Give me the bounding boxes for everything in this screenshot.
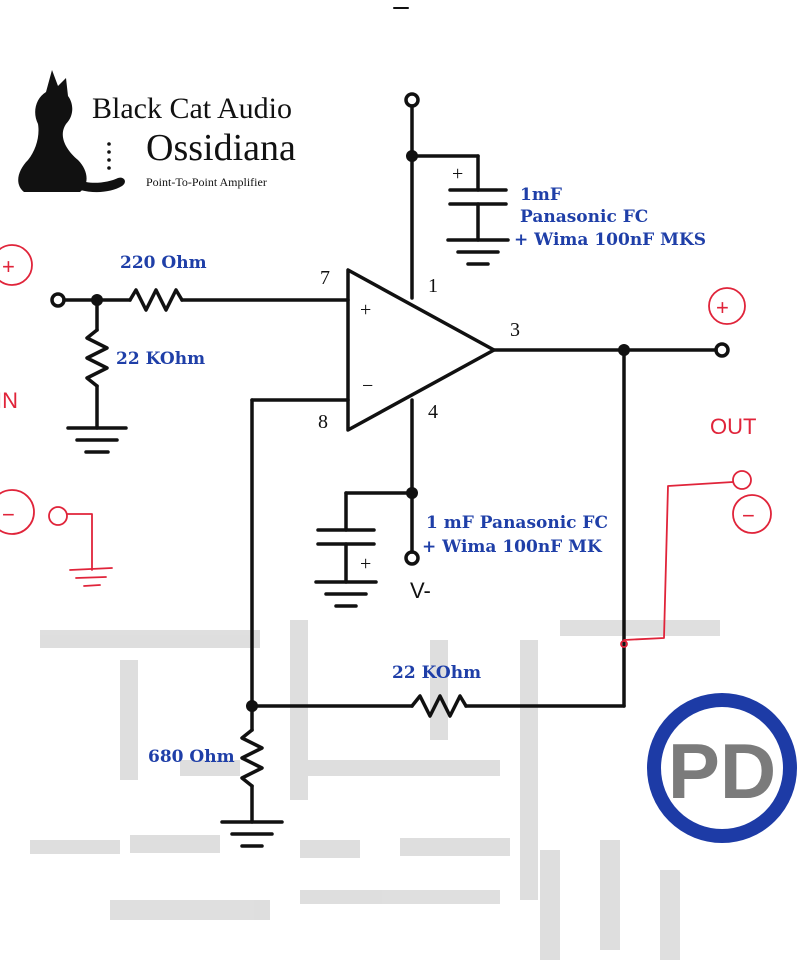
background-pattern [30,620,720,960]
pd-badge: PD [647,693,797,843]
pin-noninv-sign: + [360,299,371,321]
vminus-label: V- [410,578,431,603]
out-plus-sign: + [716,295,729,320]
pin-4: 4 [428,401,438,423]
pin-7: 7 [320,267,330,289]
label-cap-neg-1: 1 mF Panasonic FC [426,513,608,533]
vplus-rail [404,92,510,300]
logo-dots [107,142,111,170]
pin-1: 1 [428,275,438,297]
output-wiring [492,342,730,358]
label-r-feedback: 22 KOhm [392,663,481,683]
brand-product: Ossidiana [146,127,296,169]
op-amp-icon [346,268,496,432]
label-cap-neg-2: + Wima 100nF MK [422,537,603,557]
label-cap-pos-3: + Wima 100nF MKS [514,230,706,250]
pin-inv-sign: − [362,375,373,397]
brand-company: Black Cat Audio [92,92,292,125]
pin-3: 3 [510,319,520,341]
cap-pos-plus: + [452,163,463,185]
label-cap-pos-1: 1mF [520,185,562,205]
out-label: OUT [710,414,756,439]
label-r-ground: 680 Ohm [148,747,235,767]
pin-8: 8 [318,411,328,433]
cat-logo-icon [18,70,125,193]
in-plus-sign: + [2,254,15,279]
label-r-input: 220 Ohm [120,253,207,273]
out-minus-sign: − [742,503,755,528]
pd-badge-text: PD [668,727,776,815]
cap-neg-plus: + [360,553,371,575]
in-minus-sign: − [2,502,15,527]
vminus-rail [314,398,420,608]
label-cap-pos-2: Panasonic FC [520,207,648,227]
label-r-shunt: 22 KOhm [116,349,205,369]
shunt-resistor [66,298,128,454]
red-annotations [0,244,772,648]
brand-tagline: Point-To-Point Amplifier [146,175,267,189]
in-label: IN [0,388,18,413]
